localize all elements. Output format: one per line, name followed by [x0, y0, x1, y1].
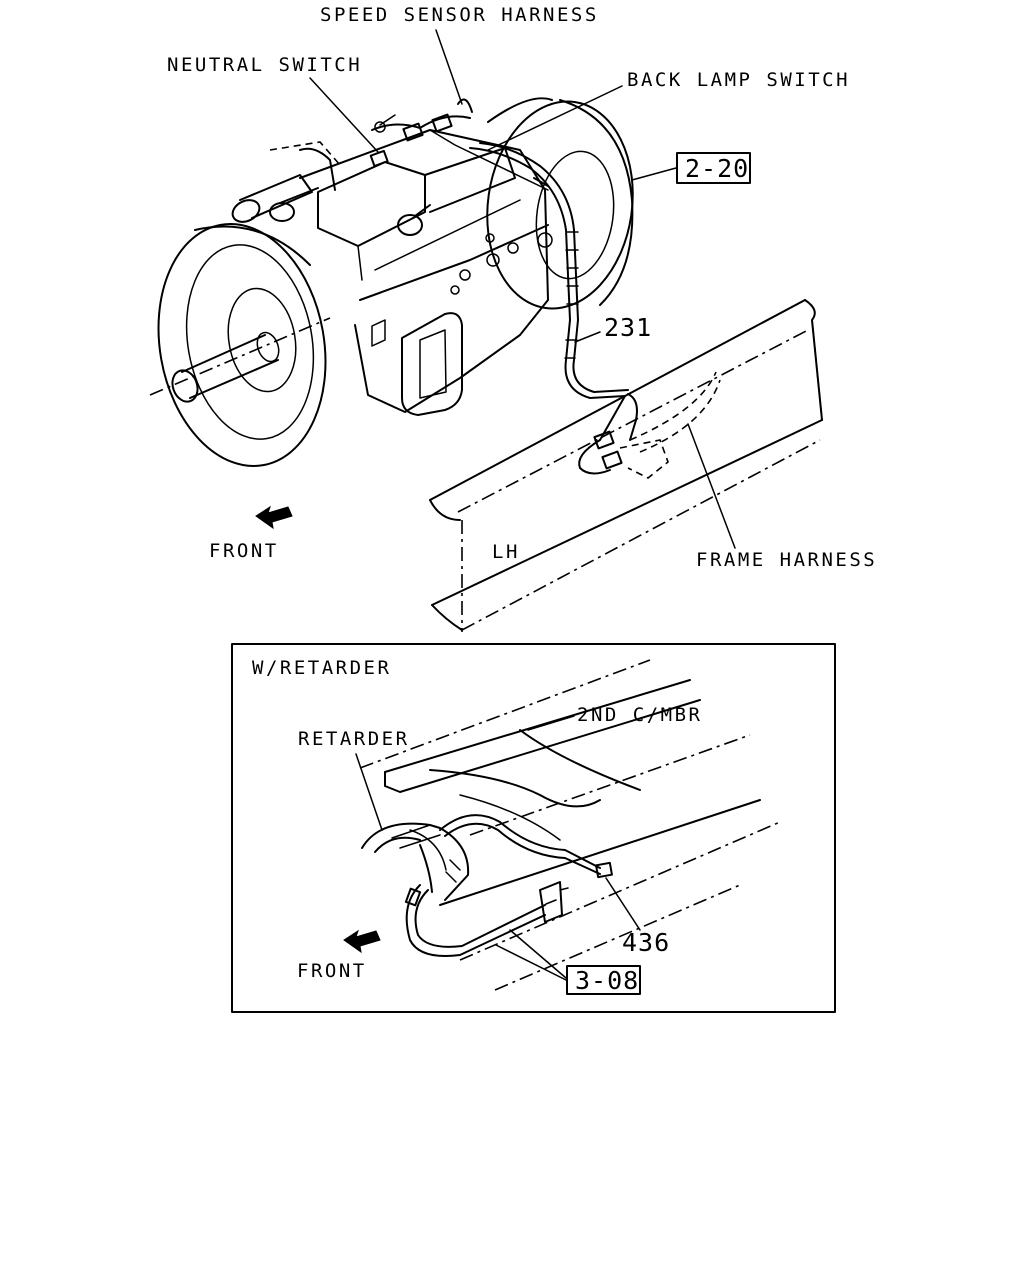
front-arrow-icon	[255, 505, 293, 530]
label-w-retarder: W/RETARDER	[252, 657, 391, 679]
ref-3-08-text: 3-08	[575, 966, 639, 995]
label-back-lamp-switch: BACK LAMP SWITCH	[627, 69, 850, 91]
front-arrow-icon-inset	[343, 929, 381, 954]
main-leaders	[309, 29, 677, 343]
label-part-436: 436	[622, 928, 670, 957]
label-frame-harness: FRAME HARNESS	[696, 549, 877, 571]
transmission-drawing	[149, 97, 669, 479]
label-2nd-crossmember: 2ND C/MBR	[577, 704, 702, 726]
inset-frame	[231, 643, 836, 1013]
label-retarder: RETARDER	[298, 728, 410, 750]
label-neutral-switch: NEUTRAL SWITCH	[167, 54, 362, 76]
ref-box-2-20: 2-20	[676, 152, 751, 184]
label-front-inset: FRONT	[297, 960, 367, 982]
label-front-main: FRONT	[209, 540, 279, 562]
ref-box-3-08: 3-08	[566, 965, 641, 995]
ref-2-20-text: 2-20	[685, 154, 749, 183]
label-lh: LH	[492, 541, 520, 563]
label-speed-sensor-harness: SPEED SENSOR HARNESS	[320, 4, 599, 26]
retarder-drawing	[355, 659, 781, 991]
label-part-231: 231	[604, 313, 652, 342]
frame-rail-drawing	[429, 299, 823, 632]
